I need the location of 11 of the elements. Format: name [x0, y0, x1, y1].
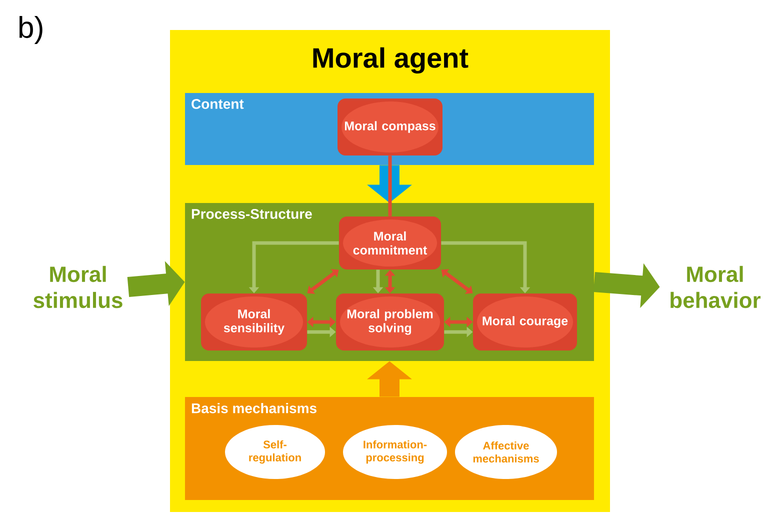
side-label: Moral behavior [670, 266, 761, 308]
process-box: Moral compass [338, 98, 442, 156]
process-box: Moral sensibility [201, 294, 307, 350]
process-box: Moral problem solving [336, 294, 444, 350]
panel-letter: b) [19, 16, 42, 44]
arrow [441, 269, 473, 294]
arrow [307, 269, 339, 294]
side-label: Moral stimulus [34, 266, 122, 308]
process-box: Moral commitment [339, 216, 441, 270]
connector-bar [388, 156, 392, 216]
process-box: Moral courage [473, 294, 577, 350]
